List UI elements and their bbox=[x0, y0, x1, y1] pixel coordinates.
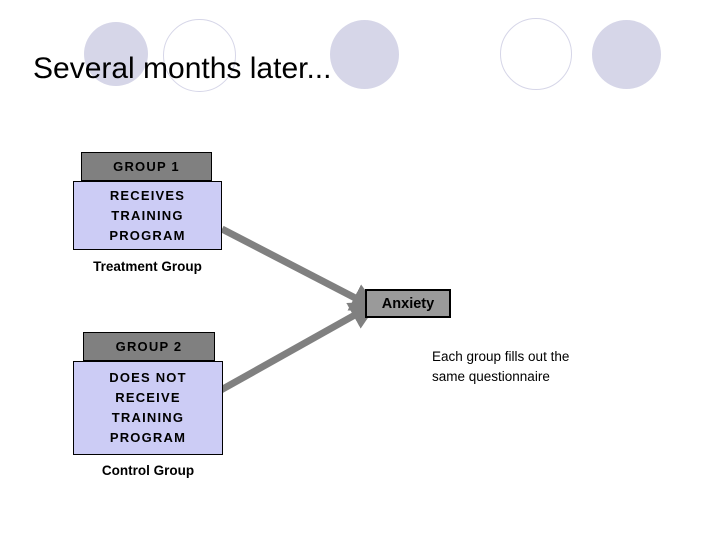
decorative-circle-2 bbox=[163, 19, 236, 92]
questionnaire-note-line-2: same questionnaire bbox=[432, 369, 550, 384]
decorative-circle-5 bbox=[592, 20, 661, 89]
arrow-group2-to-anxiety bbox=[219, 301, 380, 394]
decorative-circle-4 bbox=[500, 18, 572, 90]
arrow-group bbox=[219, 225, 381, 394]
group-2-caption: Control Group bbox=[101, 463, 195, 478]
group-1-caption: Treatment Group bbox=[93, 259, 202, 274]
group-2-header: GROUP 2 bbox=[83, 332, 215, 361]
page-title: Several months later... bbox=[33, 52, 332, 85]
group-1-header: GROUP 1 bbox=[81, 152, 212, 181]
decorative-circle-3 bbox=[330, 20, 399, 89]
decorative-circle-1 bbox=[84, 22, 148, 86]
outcome-box-anxiety: Anxiety bbox=[365, 289, 451, 318]
arrow-group1-to-anxiety bbox=[220, 225, 381, 312]
questionnaire-note-line-1: Each group fills out the bbox=[432, 349, 570, 364]
questionnaire-note: Each group fills out the same questionna… bbox=[432, 347, 662, 387]
